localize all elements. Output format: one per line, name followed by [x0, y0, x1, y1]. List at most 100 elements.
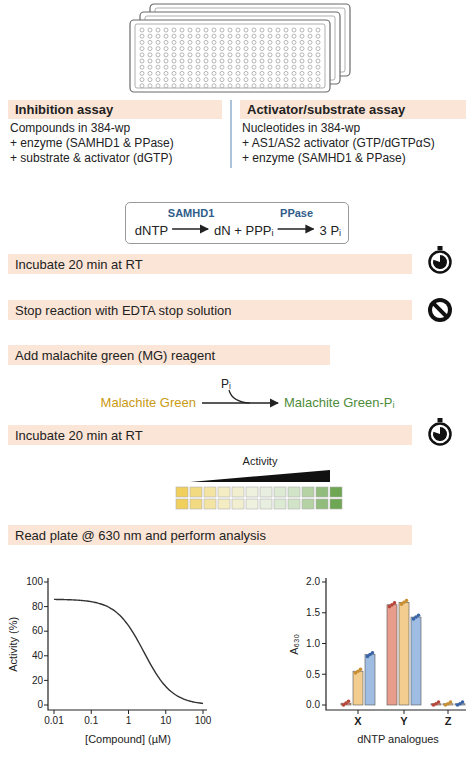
- well-colour: [204, 487, 216, 497]
- well: [316, 34, 320, 38]
- data-point: [417, 613, 421, 617]
- well: [236, 40, 240, 44]
- tick-label: 0.0: [306, 699, 320, 711]
- tick: [358, 710, 359, 714]
- well: [284, 59, 288, 63]
- well: [252, 65, 256, 69]
- assay-step: + AS1/AS2 activator (GTP/dGTPαS): [242, 137, 435, 151]
- well-colour: [260, 487, 272, 497]
- well: [164, 28, 168, 32]
- well: [156, 65, 160, 69]
- well: [156, 47, 160, 51]
- step-band: Incubate 20 min at RT: [8, 425, 412, 445]
- well: [260, 34, 264, 38]
- well: [244, 53, 248, 57]
- well: [316, 59, 320, 63]
- well: [140, 84, 144, 88]
- well: [260, 40, 264, 44]
- column-divider: [230, 100, 232, 168]
- tick-label: 100: [26, 576, 43, 588]
- well: [292, 40, 296, 44]
- plate-stack: [130, 4, 350, 92]
- well: [204, 53, 208, 57]
- well: [196, 28, 200, 32]
- stop-ring: [428, 298, 452, 322]
- well: [268, 65, 272, 69]
- well-colour: [274, 499, 286, 509]
- well: [204, 71, 208, 75]
- well: [212, 71, 216, 75]
- well: [292, 53, 296, 57]
- well: [316, 71, 320, 75]
- assay-header: Activator/substrate assay: [240, 100, 466, 119]
- well: [156, 71, 160, 75]
- tick-label: 40: [32, 650, 43, 662]
- well: [244, 34, 248, 38]
- well: [300, 53, 304, 57]
- well: [228, 84, 232, 88]
- tick-label: 1: [126, 715, 132, 727]
- tick: [322, 674, 326, 675]
- well: [196, 34, 200, 38]
- well: [220, 84, 224, 88]
- well: [308, 84, 312, 88]
- well: [316, 28, 320, 32]
- well: [164, 84, 168, 88]
- tick-label: 60: [32, 625, 43, 637]
- axis-line: [48, 578, 207, 710]
- well: [188, 65, 192, 69]
- well-colour: [330, 499, 342, 509]
- well: [284, 53, 288, 57]
- well: [292, 65, 296, 69]
- well: [300, 84, 304, 88]
- step-text: Stop reaction with EDTA stop solution: [15, 303, 232, 318]
- data-point: [461, 700, 465, 704]
- well: [220, 65, 224, 69]
- well: [228, 59, 232, 63]
- enzyme-label: PPase: [280, 207, 313, 219]
- category-label: Y: [400, 715, 407, 728]
- tick-label: 1.0: [306, 638, 320, 650]
- tick: [448, 710, 449, 714]
- well-colour: [246, 499, 258, 509]
- well: [220, 47, 224, 51]
- well: [180, 59, 184, 63]
- well: [244, 47, 248, 51]
- assay-title: Inhibition assay: [15, 102, 113, 117]
- tick: [322, 643, 326, 644]
- tick: [128, 710, 129, 714]
- well: [284, 65, 288, 69]
- well: [244, 59, 248, 63]
- well: [172, 78, 176, 82]
- tick-label: 2.0: [306, 576, 320, 588]
- well: [244, 84, 248, 88]
- well: [204, 28, 208, 32]
- well: [140, 65, 144, 69]
- well: [156, 28, 160, 32]
- well: [212, 34, 216, 38]
- well-colour: [218, 499, 230, 509]
- well: [252, 59, 256, 63]
- well: [172, 84, 176, 88]
- well: [204, 40, 208, 44]
- well: [316, 84, 320, 88]
- well: [196, 40, 200, 44]
- well: [300, 40, 304, 44]
- well: [300, 65, 304, 69]
- step-band: Incubate 20 min at RT: [8, 254, 412, 274]
- well: [196, 78, 200, 82]
- well: [196, 71, 200, 75]
- well: [276, 71, 280, 75]
- well: [156, 53, 160, 57]
- well: [276, 59, 280, 63]
- well: [252, 40, 256, 44]
- tick-label: 0.01: [44, 715, 63, 727]
- dose-response-chart: [44, 578, 207, 714]
- well-colour: [218, 487, 230, 497]
- well: [236, 28, 240, 32]
- step-band: Add malachite green (MG) reagent: [8, 345, 330, 365]
- well: [268, 40, 272, 44]
- well: [180, 65, 184, 69]
- well: [252, 34, 256, 38]
- well: [244, 78, 248, 82]
